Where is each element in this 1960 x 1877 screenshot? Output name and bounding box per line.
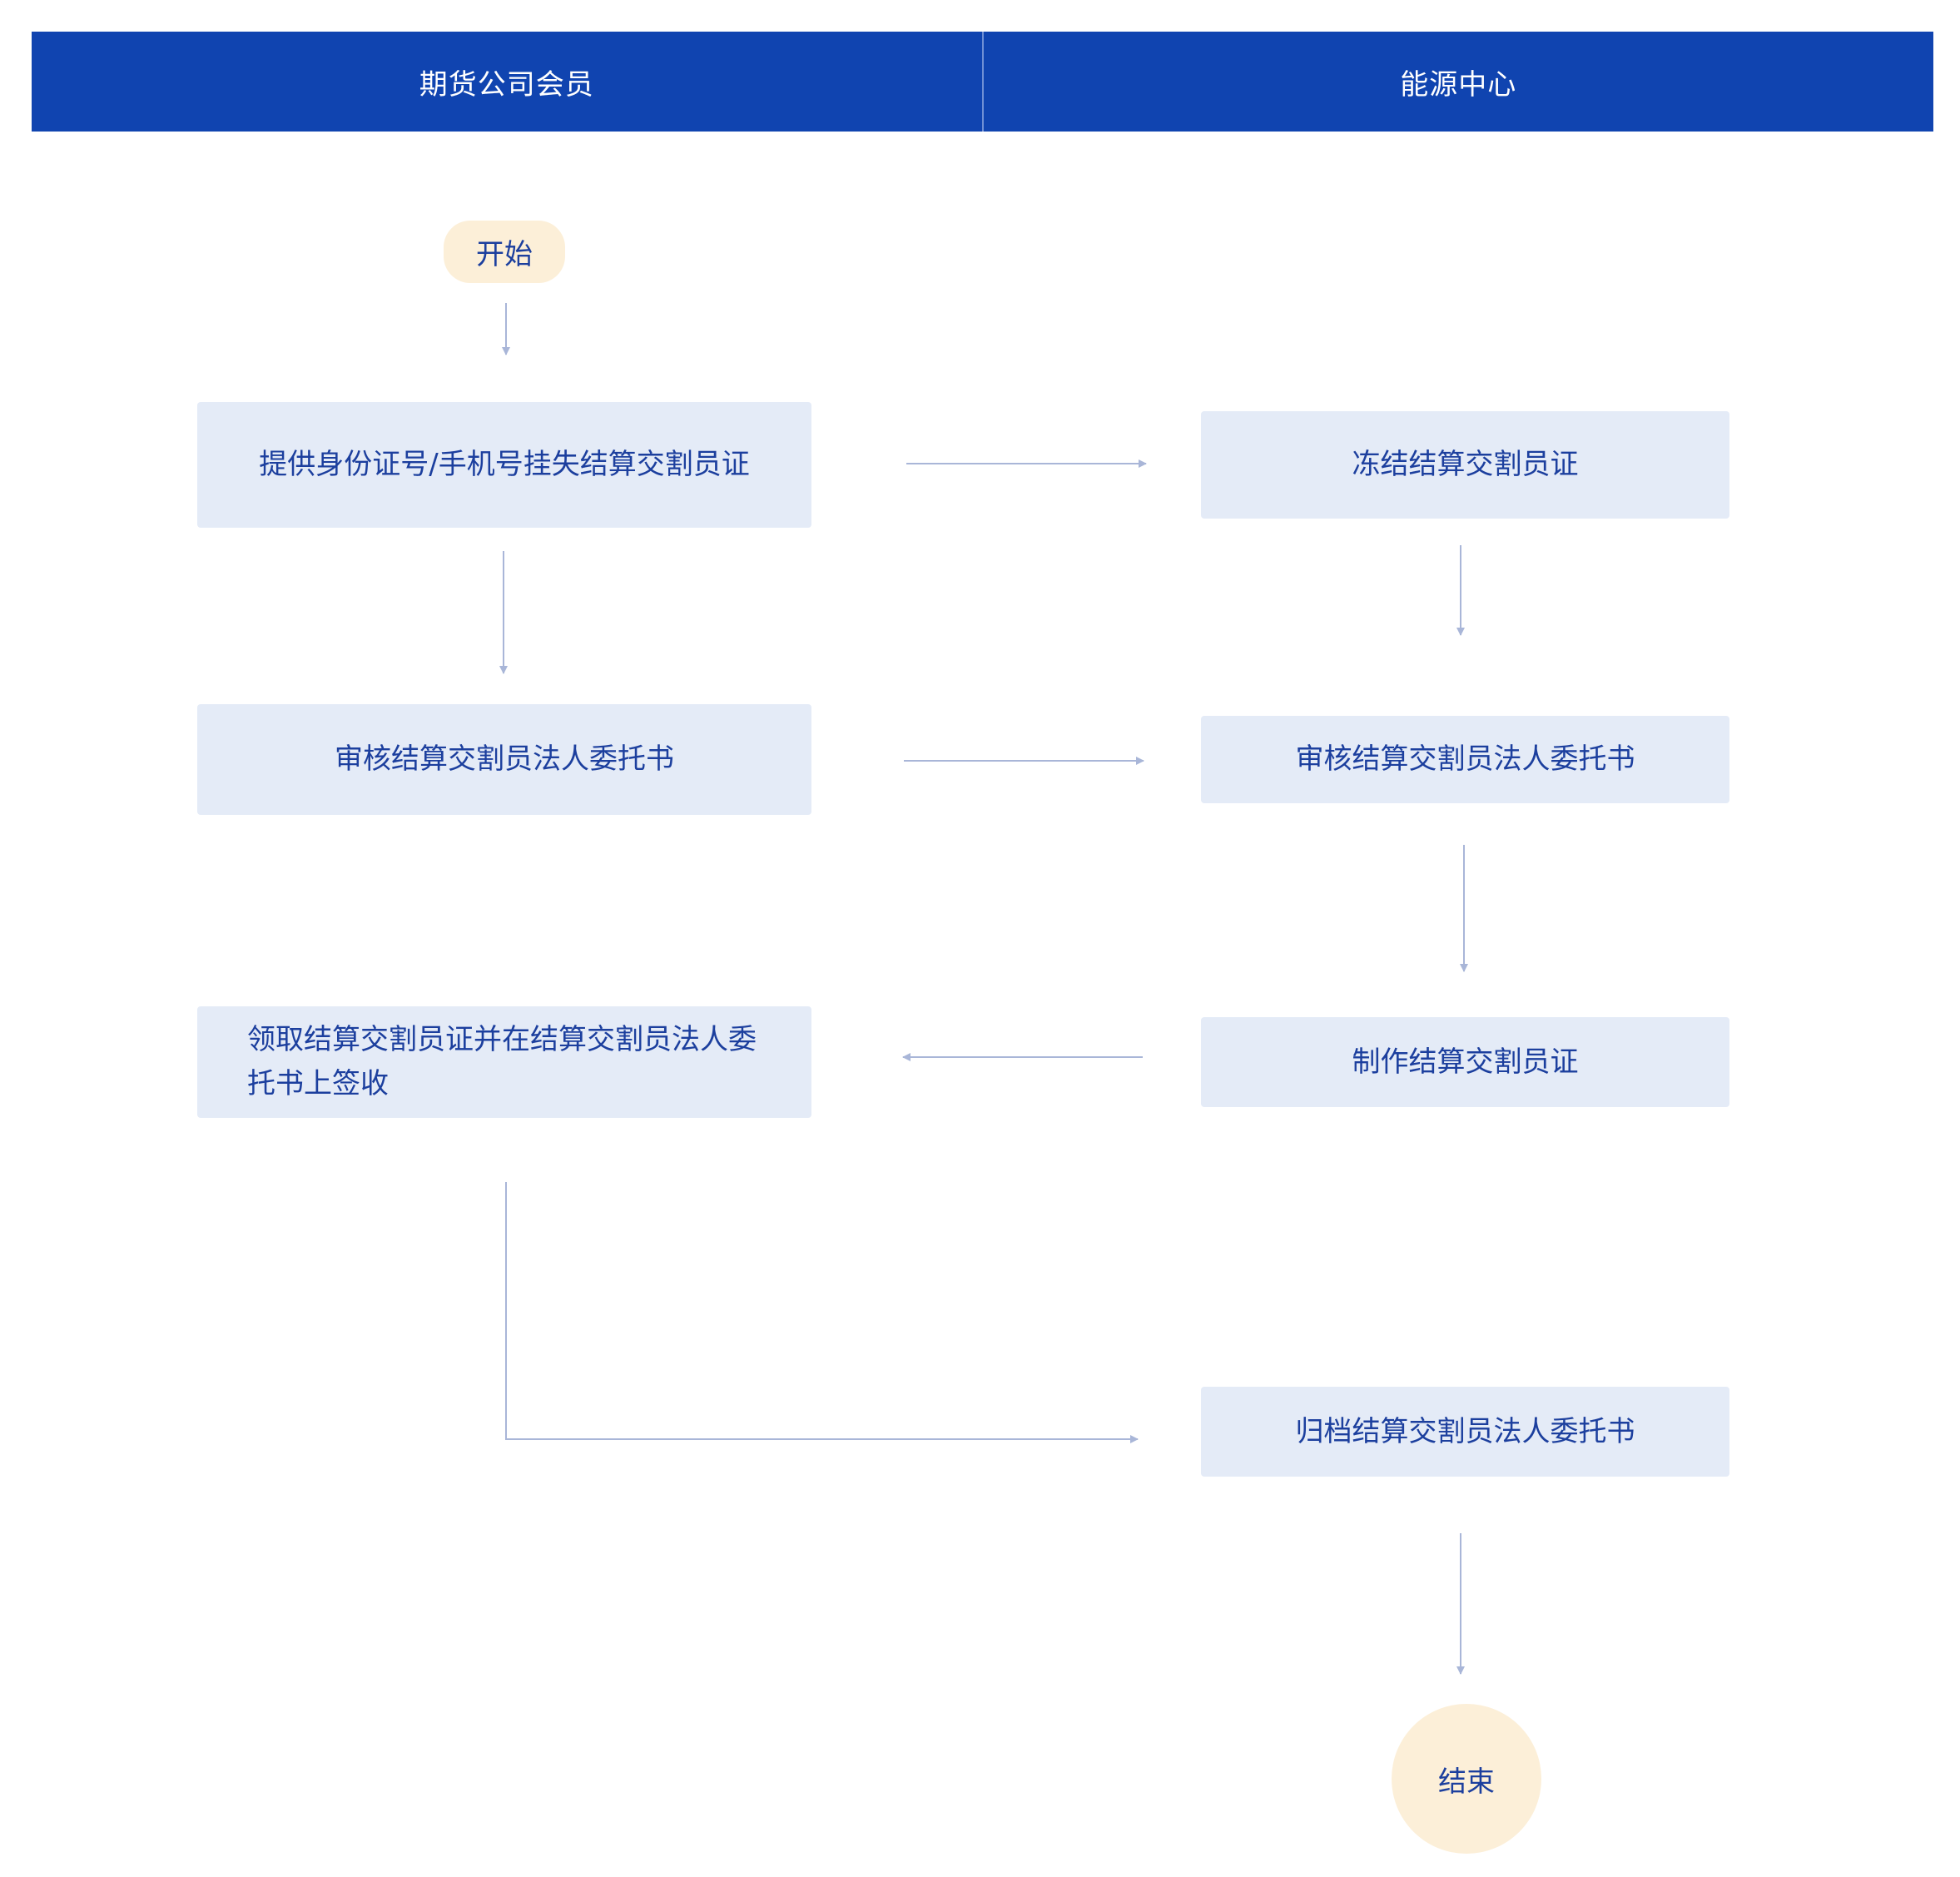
start-node: 开始 [444, 221, 565, 283]
lane-title-energy-center: 能源中心 [1400, 67, 1517, 102]
swimlane-header: 期货公司会员 能源中心 [32, 32, 1933, 132]
make-card-step: 制作结算交割员证 [1201, 1017, 1729, 1107]
archive-step: 归档结算交割员法人委托书 [1201, 1387, 1729, 1477]
report-loss-step: 提供身份证号/手机号挂失结算交割员证 [197, 402, 811, 528]
end-node: 结束 [1392, 1704, 1541, 1854]
collect-sign-step: 领取结算交割员证并在结算交割员法人委托书上签收 [197, 1006, 811, 1118]
freeze-card-step: 冻结结算交割员证 [1201, 411, 1729, 519]
lane-title-member: 期货公司会员 [32, 32, 984, 132]
arrow-collect-to-archive [505, 1182, 1139, 1443]
center-review-step: 审核结算交割员法人委托书 [1201, 716, 1729, 803]
member-review-step: 审核结算交割员法人委托书 [197, 704, 811, 815]
